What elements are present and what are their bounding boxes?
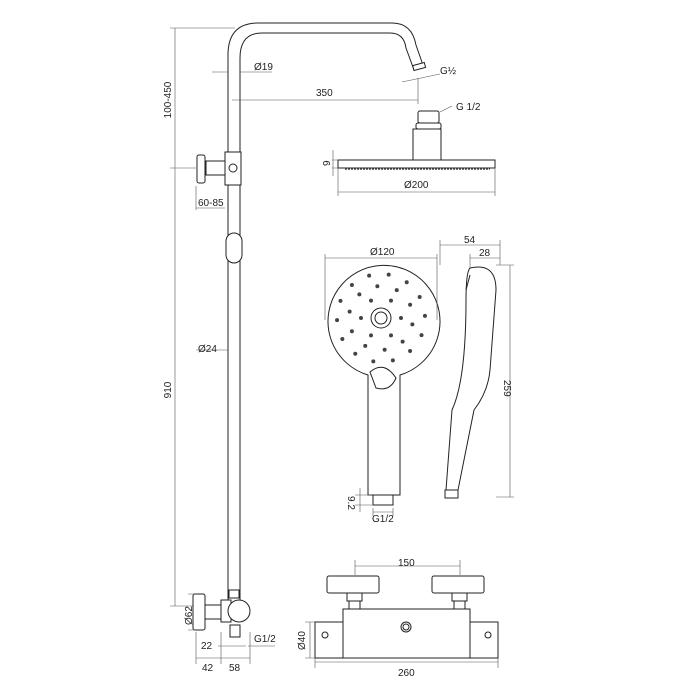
nozzle <box>400 339 405 344</box>
nozzle <box>375 284 380 289</box>
dim-valve-centers-label: 150 <box>398 558 415 569</box>
nozzle <box>353 351 358 356</box>
nozzle <box>340 337 345 342</box>
thermostat-front-view <box>314 575 499 659</box>
nozzle <box>371 359 376 364</box>
nozzle <box>417 294 422 299</box>
dim-head-diameter: Ø200 <box>404 180 429 191</box>
nozzle <box>390 358 395 363</box>
dim-hand-diameter: Ø120 <box>370 247 395 258</box>
nozzle <box>349 329 354 334</box>
hand-shower-front <box>327 264 441 506</box>
nozzle <box>382 347 387 352</box>
dim-hand-length: 259 <box>501 380 512 397</box>
nozzle <box>410 322 415 327</box>
dim-knob-diameter: Ø62 <box>184 606 195 625</box>
nozzle <box>369 298 373 303</box>
dim-riser-diameter: Ø24 <box>198 344 217 355</box>
nozzle <box>419 333 424 338</box>
dim-valve-width: 260 <box>398 668 415 679</box>
dim-riser-height-adjust: 100-450 <box>163 81 174 118</box>
hand-shower-side <box>444 266 497 499</box>
dim-head-thickness: 9 <box>322 160 333 166</box>
nozzle <box>389 298 393 303</box>
dim-wall-offset-a: 42 <box>202 663 214 674</box>
nozzle <box>357 292 362 297</box>
nozzle <box>408 302 413 307</box>
nozzle <box>363 343 368 348</box>
slider <box>225 232 243 264</box>
dim-hand-depth-inner: 28 <box>479 248 491 259</box>
dim-diverter-offset: 60-85 <box>198 198 224 209</box>
riser-pipe <box>227 22 427 600</box>
dim-outlet-thread: G1/2 <box>254 634 276 645</box>
nozzle <box>404 280 409 285</box>
mixer-side-view <box>192 589 251 638</box>
dim-valve-body-diameter: Ø40 <box>297 631 308 650</box>
nozzle <box>394 288 399 293</box>
nozzle <box>347 309 352 314</box>
nozzle <box>399 316 403 320</box>
dim-hand-depth: 54 <box>464 235 476 246</box>
nozzle <box>422 313 427 318</box>
nozzle <box>367 273 372 278</box>
dim-arm-thread: G½ <box>440 66 457 77</box>
dim-hand-thread: G1/2 <box>372 514 394 525</box>
nozzle <box>389 333 393 338</box>
nozzle <box>386 272 391 277</box>
nozzle <box>338 298 343 303</box>
dim-wall-offset-b: 58 <box>229 663 241 674</box>
dim-head-thread: G 1/2 <box>456 102 481 113</box>
nozzle <box>335 318 340 323</box>
nozzle <box>349 282 354 287</box>
nozzle <box>408 349 413 354</box>
overhead-shower-head <box>337 110 496 170</box>
dim-riser-length: 910 <box>163 381 174 398</box>
diverter-valve <box>196 151 242 186</box>
dim-arm-reach: 350 <box>316 88 333 99</box>
nozzle <box>369 333 373 338</box>
dim-pipe-diameter: Ø19 <box>254 62 273 73</box>
nozzle <box>359 316 363 320</box>
dim-outlet-offset: 22 <box>201 641 213 652</box>
dim-hand-thread-length: 9.2 <box>345 496 356 510</box>
